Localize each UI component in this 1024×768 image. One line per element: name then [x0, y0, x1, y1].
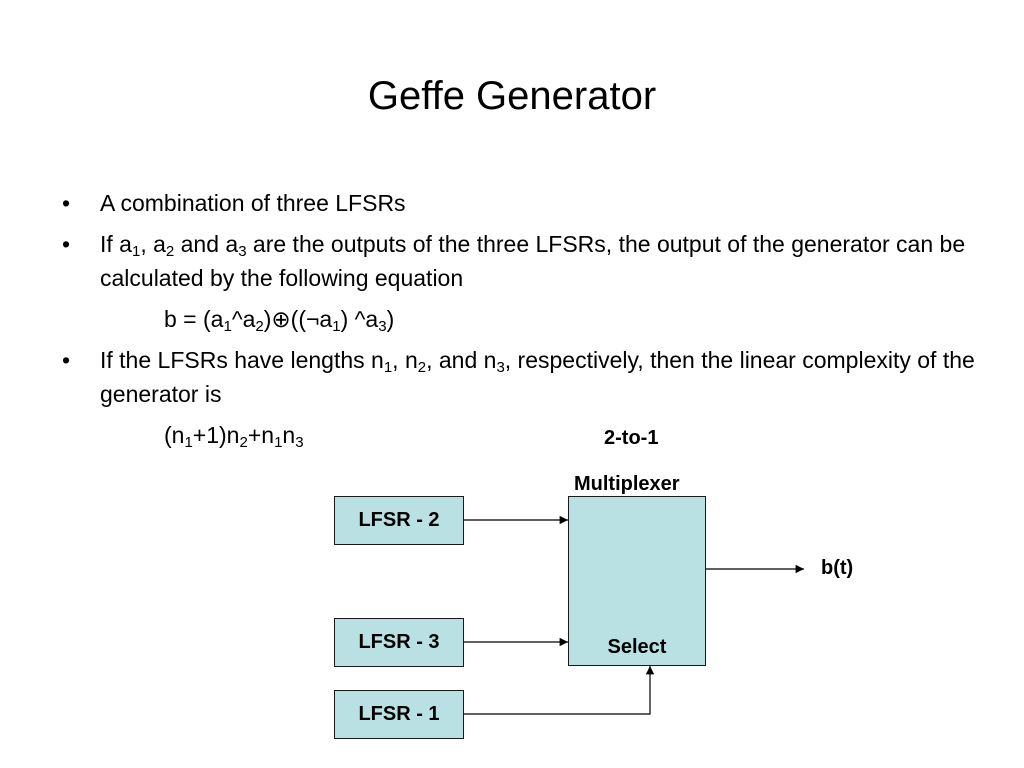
equation-complexity: (n1+1)n2+n1n3	[164, 422, 304, 451]
bullet-3-text: If the LFSRs have lengths n1, n2, and n3…	[100, 347, 975, 407]
mux-label-line1: 2-to-1	[604, 427, 659, 449]
bullet-marker: •	[62, 347, 71, 373]
bullet-1: • A combination of three LFSRs	[62, 186, 982, 220]
equation-output: b = (a1^a2)⊕((¬a1) ^a3)	[164, 306, 395, 335]
bullet-2: • If a1, a2 and a3 are the outputs of th…	[62, 227, 982, 295]
lfsr-2-box: LFSR - 2	[334, 496, 464, 545]
arrow-lfsr1-to-select	[464, 666, 655, 715]
bullet-marker: •	[62, 231, 71, 257]
lfsr-1-box: LFSR - 1	[334, 690, 464, 739]
multiplexer-box: Select	[568, 496, 706, 666]
bullet-1-text: A combination of three LFSRs	[100, 190, 406, 216]
lfsr-3-box: LFSR - 3	[334, 618, 464, 667]
output-label: b(t)	[821, 557, 854, 579]
slide-title: Geffe Generator	[367, 74, 657, 118]
bullet-2-text: If a1, a2 and a3 are the outputs of the …	[100, 231, 966, 291]
bullet-marker: •	[62, 190, 71, 216]
bullet-3: • If the LFSRs have lengths n1, n2, and …	[62, 343, 982, 411]
bullet-list: • A combination of three LFSRs • If a1, …	[62, 186, 982, 459]
select-label: Select	[607, 636, 667, 658]
mux-label-line2: Multiplexer	[574, 473, 680, 495]
